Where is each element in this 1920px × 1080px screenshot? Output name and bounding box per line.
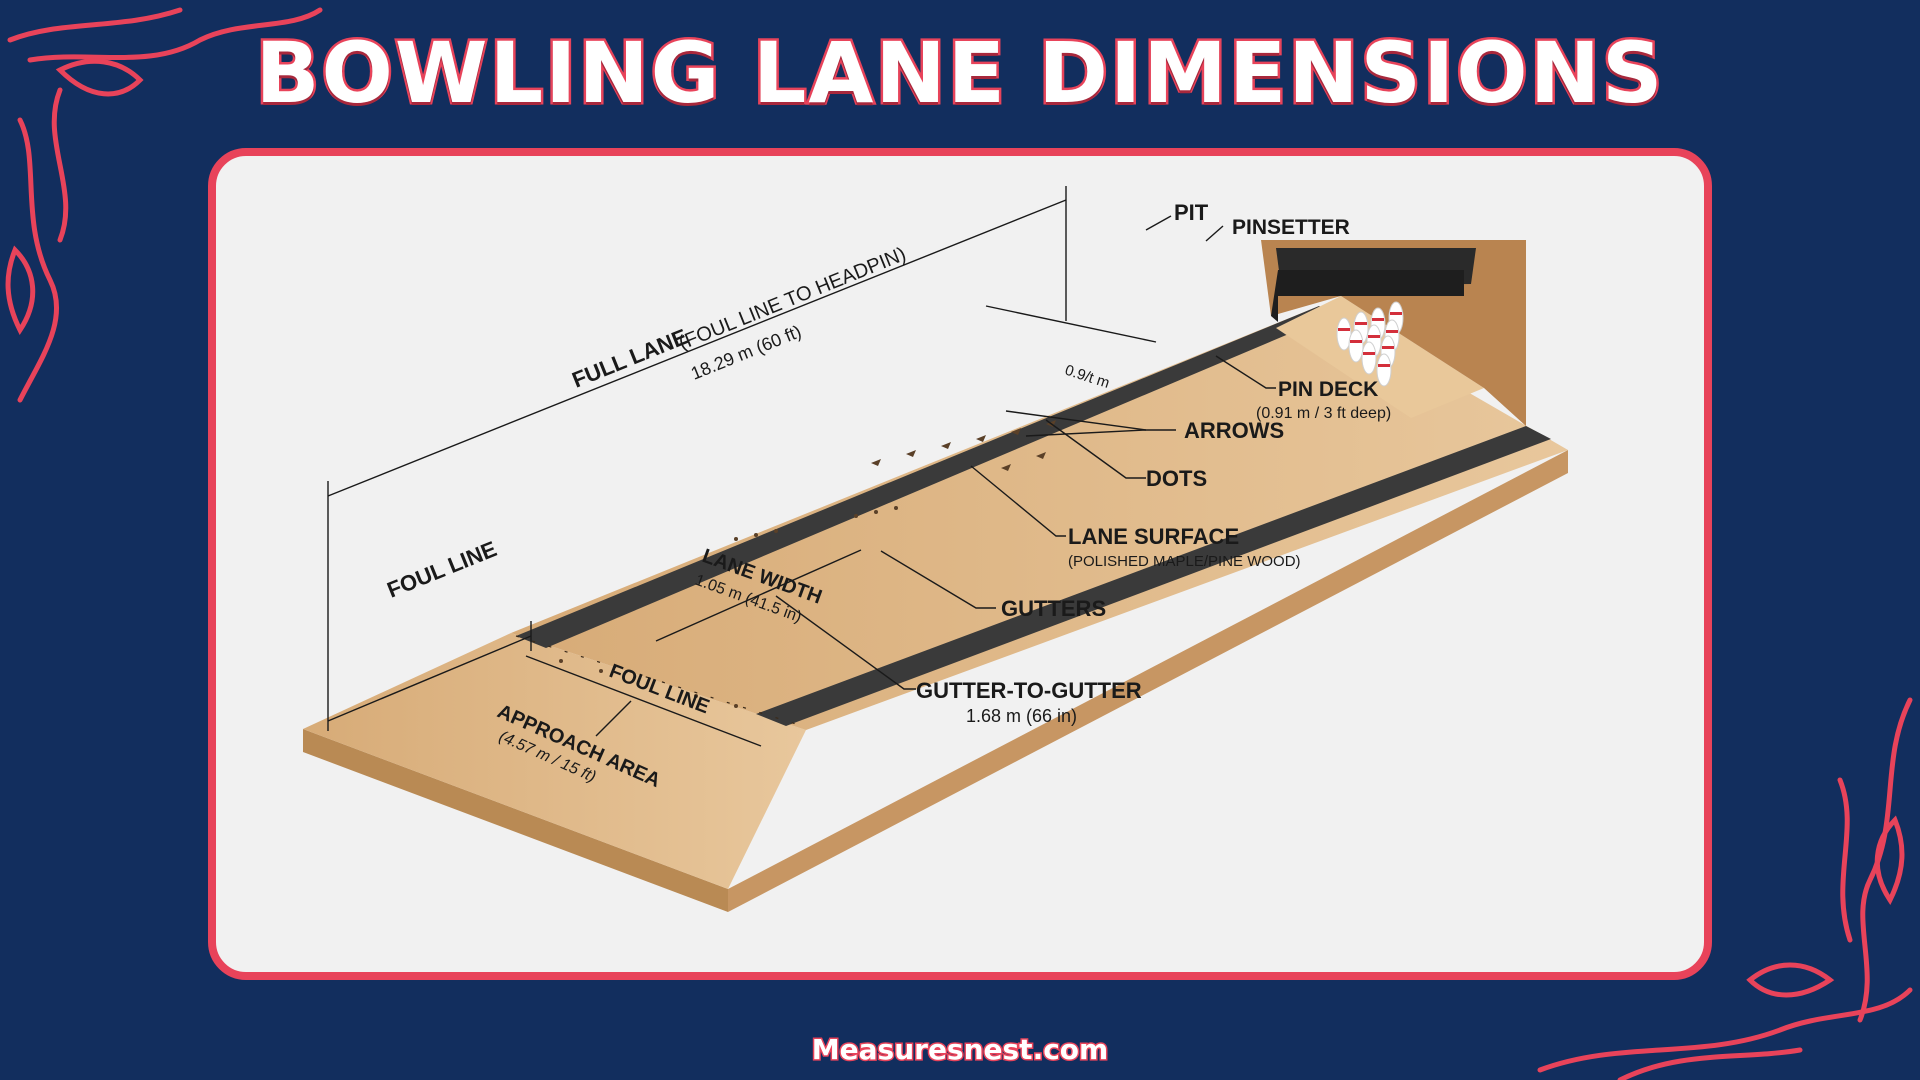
lane-surface-label: LANE SURFACE	[1068, 524, 1239, 549]
pin-gap-label: 0.9/t m	[1063, 362, 1112, 392]
gutter-to-gutter-label: GUTTER-TO-GUTTER	[916, 678, 1142, 703]
foul-line-left-label: FOUL LINE	[384, 536, 501, 603]
left-gutter	[516, 306, 1336, 648]
corner-flourish-top-left	[5, 7, 323, 403]
pinsetter	[1278, 270, 1464, 296]
dimension-lines	[327, 186, 1276, 747]
site-footer: Measuresnest.com	[810, 1032, 1109, 1068]
lane-surface-value: (POLISHED MAPLE/PINE WOOD)	[1068, 553, 1301, 570]
gutters-label: GUTTERS	[1001, 596, 1106, 621]
bowling-lane-diagram: FULL LANE (FOUL LINE TO HEADPIN) 18.29 m…	[303, 186, 1568, 912]
pinsetter-label: PINSETTER	[1232, 216, 1350, 239]
right-gutter	[756, 426, 1551, 726]
lane-surface	[511, 306, 1568, 730]
dots-label: DOTS	[1146, 466, 1207, 491]
arrows-label: ARROWS	[1184, 418, 1284, 443]
corner-flourish-bottom-right	[1537, 697, 1913, 1080]
gutter-to-gutter-value: 1.68 m (66 in)	[966, 706, 1077, 726]
pit-label: PIT	[1174, 200, 1209, 225]
approach-area-surface	[303, 633, 806, 889]
bowling-pins	[1336, 301, 1404, 387]
pin-deck-label: PIN DECK	[1278, 378, 1378, 401]
lane-3d-model	[303, 240, 1568, 912]
pin-deck-value: (0.91 m / 3 ft deep)	[1256, 405, 1391, 422]
diagram-panel: FULL LANE (FOUL LINE TO HEADPIN) 18.29 m…	[208, 148, 1712, 980]
lane-dots	[559, 506, 898, 708]
page-title: BOWLING LANE DIMENSIONS	[253, 22, 1665, 125]
